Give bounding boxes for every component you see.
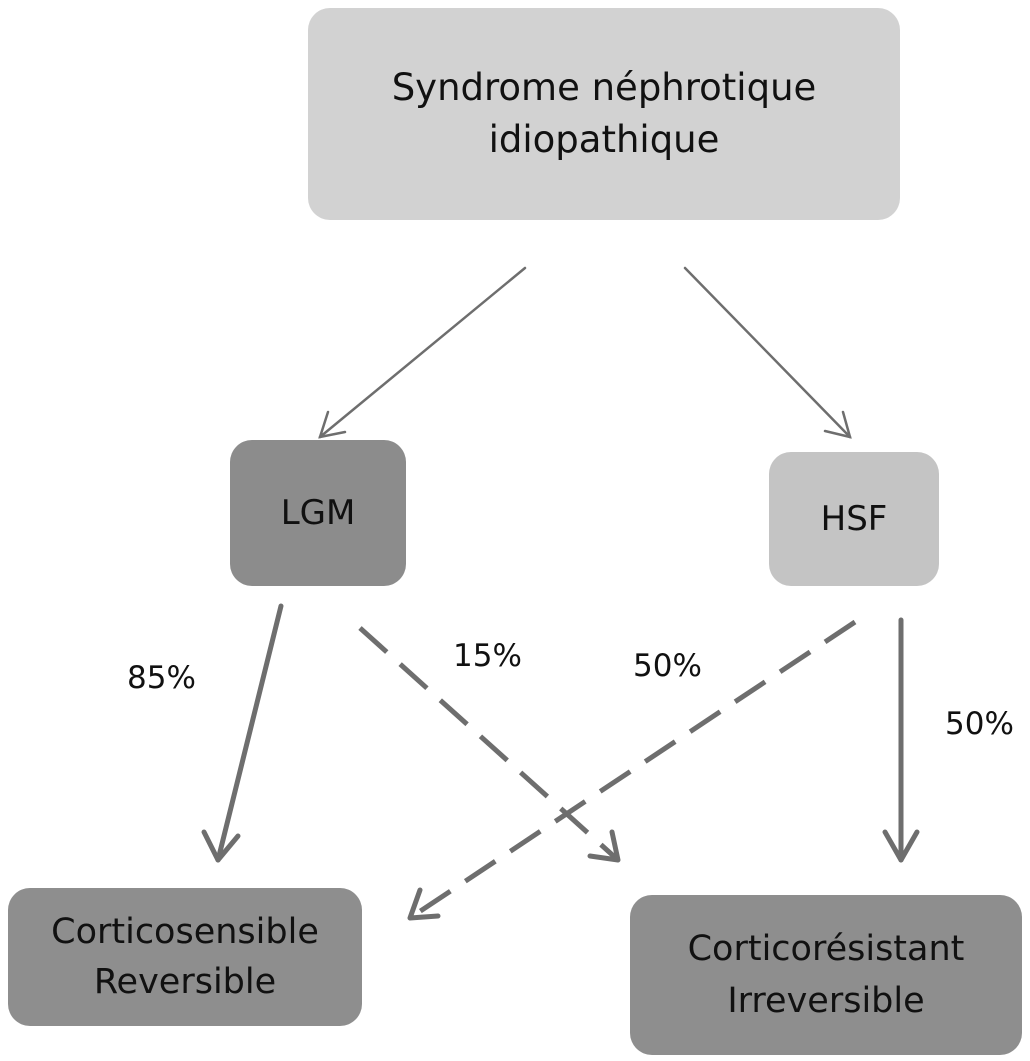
edge-root-hsf — [683, 266, 852, 439]
node-corticosensible-line2: Reversible — [93, 962, 277, 1002]
edge-label-lgm-corticosensible: 85% — [127, 660, 196, 696]
node-corticoresistant-line2: Irreversible — [727, 981, 925, 1021]
node-corticoresistant: Corticorésistant Irreversible — [630, 895, 1022, 1055]
edge-lgm-corticoresistant — [358, 626, 621, 863]
edge-label-lgm-corticoresistant: 15% — [453, 638, 522, 674]
node-corticoresistant-line1: Corticorésistant — [687, 929, 965, 969]
edge-root-lgm — [318, 266, 527, 439]
edge-hsf-corticosensible — [407, 619, 857, 921]
node-root-line1: Syndrome néphrotique — [391, 66, 817, 109]
edge-label-hsf-corticoresistant: 50% — [945, 706, 1014, 742]
node-lgm-label: LGM — [280, 493, 356, 533]
edge-label-hsf-corticosensible: 50% — [633, 648, 702, 684]
node-corticosensible-line1: Corticosensible — [51, 912, 319, 952]
node-lgm: LGM — [230, 440, 406, 586]
node-root-line2: idiopathique — [488, 118, 720, 161]
edge-hsf-corticoresistant — [882, 617, 920, 863]
edge-lgm-corticosensible — [201, 603, 284, 863]
node-hsf-label: HSF — [820, 499, 888, 539]
node-corticosensible: Corticosensible Reversible — [8, 888, 362, 1026]
node-syndrome-nephrotique: Syndrome néphrotique idiopathique — [308, 8, 900, 220]
node-hsf: HSF — [769, 452, 939, 586]
